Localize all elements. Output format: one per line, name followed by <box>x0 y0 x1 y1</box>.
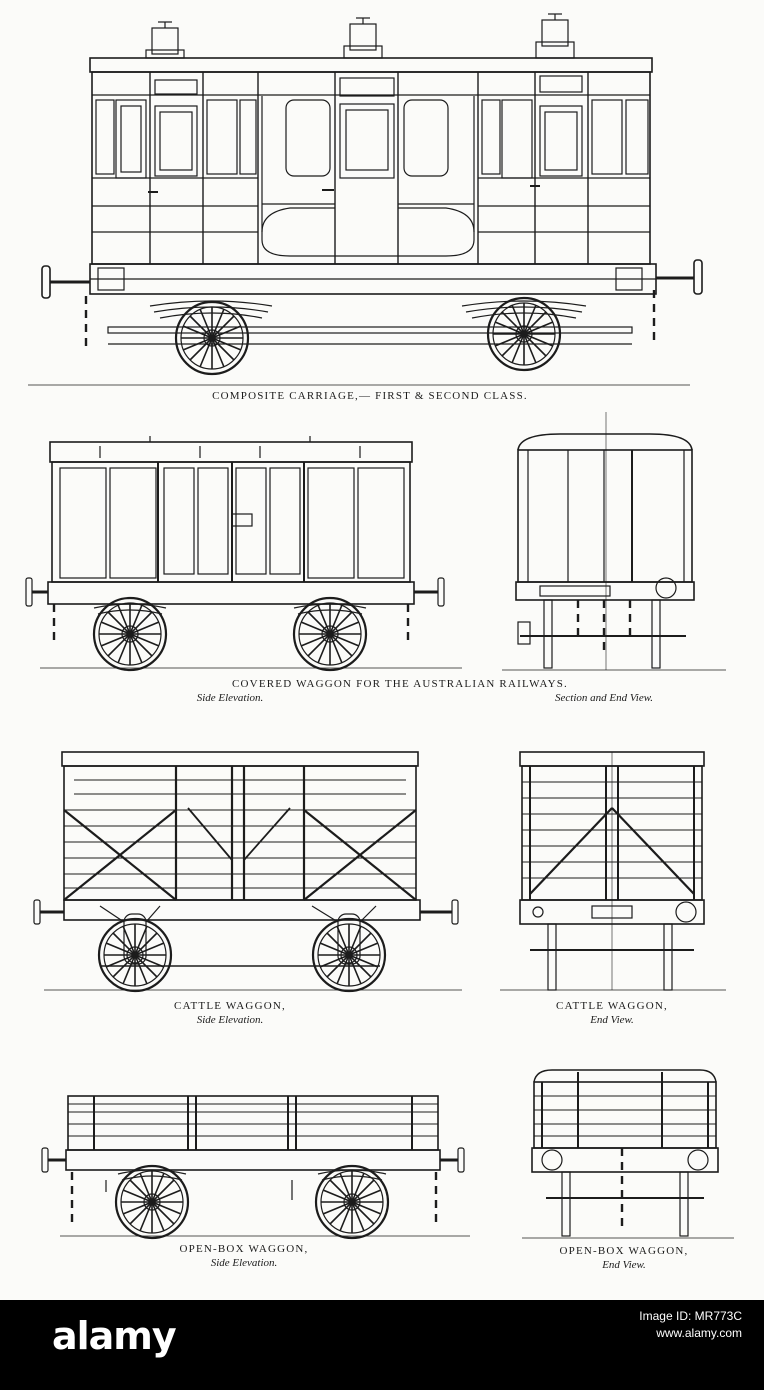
covered-waggon-end-caption: Section and End View. <box>555 692 653 704</box>
covered-waggon-side-caption: Side Elevation. <box>196 692 264 704</box>
open-box-waggon-end-caption: End View. <box>602 1259 646 1271</box>
stock-footer-bar <box>0 1300 764 1390</box>
roof-lamp-right <box>535 13 575 59</box>
cattle-waggon-end-drawing <box>500 751 726 991</box>
composite-carriage-drawing <box>28 13 703 386</box>
cattle-waggon-side-drawing <box>33 751 462 993</box>
image-id-text: Image ID: MR773C <box>639 1309 742 1323</box>
alamy-logo: alamy <box>52 1314 177 1358</box>
image-id-block: Image ID: MR773C www.alamy.com <box>639 1308 742 1342</box>
open-box-waggon-end-title: OPEN-BOX WAGGON, <box>559 1245 689 1257</box>
open-box-waggon-side-caption: Side Elevation. <box>210 1257 278 1269</box>
engraving-plate: COMPOSITE CARRIAGE,— FIRST & SECOND CLAS… <box>25 13 734 1271</box>
open-box-waggon-end-drawing <box>522 1069 734 1239</box>
roof-lamp-left <box>145 21 185 59</box>
roof-lamp-middle <box>343 17 383 59</box>
cattle-waggon-end-title: CATTLE WAGGON, <box>556 1000 668 1012</box>
cattle-waggon-side-caption: Side Elevation. <box>196 1014 264 1026</box>
covered-waggon-side-drawing <box>25 436 462 672</box>
covered-waggon-title: COVERED WAGGON FOR THE AUSTRALIAN RAILWA… <box>232 678 568 690</box>
cattle-waggon-end-caption: End View. <box>590 1014 634 1026</box>
covered-waggon-end-drawing <box>502 412 726 671</box>
cattle-waggon-side-title: CATTLE WAGGON, <box>174 1000 286 1012</box>
open-box-waggon-side-title: OPEN-BOX WAGGON, <box>179 1243 309 1255</box>
site-url-text: www.alamy.com <box>656 1326 742 1340</box>
composite-carriage-title: COMPOSITE CARRIAGE,— FIRST & SECOND CLAS… <box>212 390 528 402</box>
open-box-waggon-side-drawing <box>41 1095 470 1240</box>
